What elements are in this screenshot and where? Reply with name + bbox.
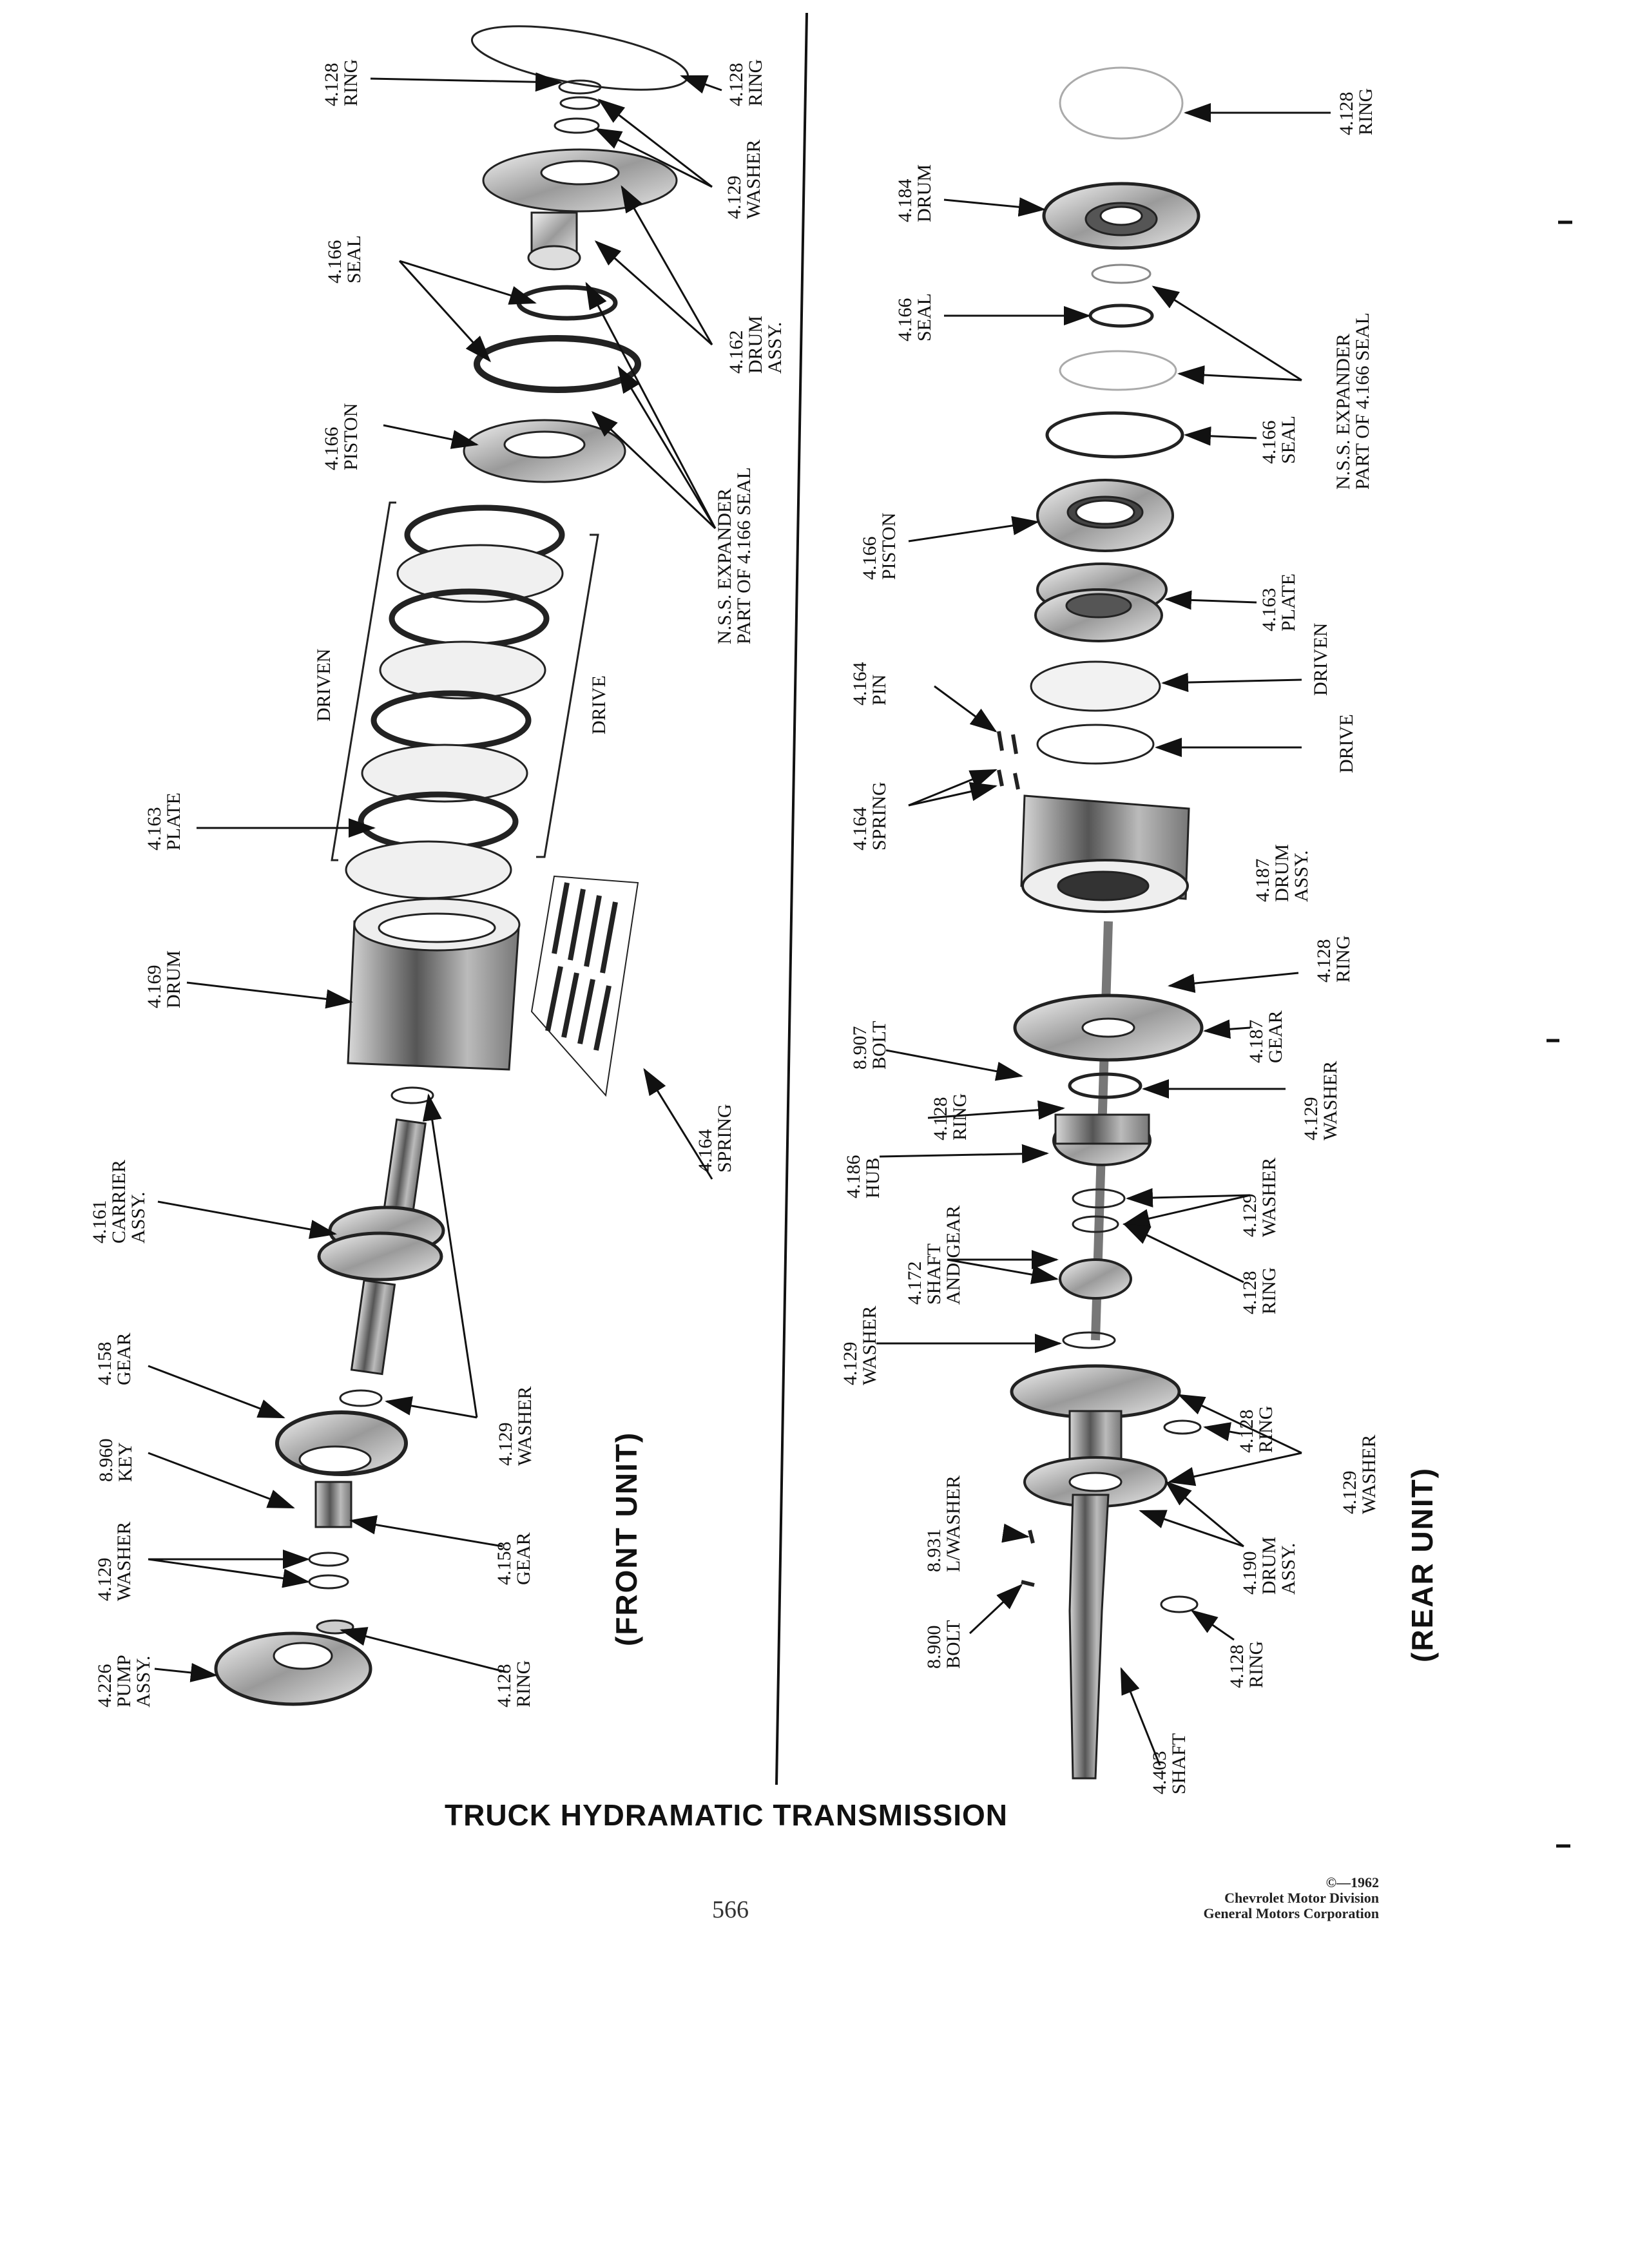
label-front-washer-top: 4.129 WASHER [724, 139, 764, 219]
label-rear-plate: 4.163 PLATE [1258, 573, 1299, 631]
label-rear-ring-b: 4.128 RING [1313, 935, 1354, 983]
label-front-piston: 4.166 PISTON [321, 403, 361, 470]
label-rear-drum-184: 4.184 DRUM [894, 164, 935, 222]
copyright-corporation: General Motors Corporation [1203, 1905, 1380, 1921]
label-rear-ring-top: 4.128 RING [1336, 88, 1376, 135]
label-front-washer-low: 4.129 WASHER [94, 1521, 135, 1601]
label-rear-washer-c: 4.129 WASHER [840, 1305, 880, 1385]
label-front-driven: DRIVEN [313, 648, 334, 722]
front-springs [545, 882, 618, 1051]
label-front-expander: N.S.S. EXPANDER PART OF 4.166 SEAL [714, 467, 755, 644]
label-rear-ring-c: 4.128 RING [930, 1093, 970, 1140]
label-front-gear-low: 4.158 GEAR [494, 1532, 534, 1585]
page-number: 566 [712, 1896, 749, 1923]
label-front-ring-top-left: 4.128 RING [321, 59, 361, 106]
rear-drum-184 [1042, 182, 1200, 250]
label-rear-bolt-900: 8.900 BOLT [923, 1620, 964, 1669]
label-front-seal: 4.166 SEAL [324, 235, 365, 284]
label-rear-spring: 4.164 SPRING [849, 782, 890, 850]
rear-shaft-and-gear [1059, 1258, 1132, 1300]
label-front-plate: 4.163 PLATE [144, 793, 184, 850]
label-rear-gear-187: 4.187 GEAR [1246, 1010, 1286, 1063]
rear-drum-187 [1020, 794, 1190, 913]
rear-unit-parts [997, 66, 1204, 1780]
rear-leader-lines [876, 103, 1331, 1766]
front-seal [474, 335, 641, 393]
label-rear-seal-left: 4.166 SEAL [894, 293, 935, 341]
label-rear-seal-right: 4.166 SEAL [1258, 416, 1299, 464]
label-rear-washer-a: 4.129 WASHER [1300, 1061, 1341, 1140]
rear-output-shaft [1068, 1494, 1110, 1780]
rear-plate [1034, 562, 1168, 642]
diagram-title: TRUCK HYDRAMATIC TRANSMISSION [445, 1798, 1008, 1832]
label-front-pump: 4.226 PUMP ASSY. [94, 1655, 154, 1707]
copyright-year: ©—1962 [1325, 1874, 1379, 1890]
rear-unit-caption: (REAR UNIT) [1405, 1466, 1439, 1662]
rear-top-ring [1059, 66, 1184, 140]
label-rear-lwasher: 8.931 L/WASHER [923, 1475, 964, 1572]
rear-gear-187 [1013, 994, 1204, 1062]
label-front-drum-169: 4.169 DRUM [144, 950, 184, 1008]
rear-drum-190 [1010, 1364, 1181, 1508]
label-front-spring: 4.164 SPRING [695, 1104, 735, 1173]
center-divider [775, 12, 808, 1785]
label-front-key: 8.960 KEY [95, 1438, 136, 1483]
label-rear-shaft-403: 4.403 SHAFT [1149, 1733, 1190, 1794]
front-carrier [317, 1118, 445, 1376]
front-large-ring [470, 25, 689, 91]
label-front-gear-top: 4.158 GEAR [94, 1332, 135, 1385]
label-rear-pin: 4.164 PIN [849, 662, 890, 706]
label-front-ring-top-right: 4.128 RING [726, 59, 766, 106]
label-rear-ring-f: 4.128 RING [1226, 1640, 1267, 1688]
label-rear-ring-d: 4.128 RING [1239, 1267, 1280, 1314]
label-rear-drum-187: 4.187 DRUM ASSY. [1252, 843, 1312, 902]
label-front-washer-mid: 4.129 WASHER [495, 1386, 535, 1466]
front-unit-parts [214, 25, 689, 1706]
front-drum-169 [347, 898, 521, 1071]
label-rear-piston: 4.166 PISTON [859, 512, 900, 580]
copyright-division: Chevrolet Motor Division [1224, 1890, 1379, 1906]
label-front-drive: DRIVE [588, 675, 610, 735]
label-front-ring-low: 4.128 RING [494, 1660, 534, 1707]
rear-hub [1052, 1113, 1152, 1166]
rear-piston [1036, 479, 1174, 552]
label-rear-driven: DRIVEN [1310, 622, 1331, 696]
label-front-drum-assy: 4.162 DRUM ASSY. [726, 315, 786, 374]
label-rear-ring-e: 4.128 RING [1236, 1405, 1277, 1453]
label-front-carrier: 4.161 CARRIER ASSY. [89, 1159, 149, 1244]
label-rear-shaft-gear: 4.172 SHAFT AND GEAR [904, 1205, 964, 1305]
front-gear-158 [275, 1410, 408, 1528]
copyright-block: ©—1962 Chevrolet Motor Division General … [1128, 1874, 1380, 1921]
label-rear-washer-d: 4.129 WASHER [1339, 1434, 1380, 1514]
front-clutch-pack [345, 505, 565, 899]
label-rear-drum-190: 4.190 DRUM ASSY. [1239, 1536, 1299, 1595]
label-rear-bolt-907: 8.907 BOLT [849, 1021, 890, 1070]
label-rear-hub: 4.186 HUB [843, 1155, 883, 1199]
rear-seal [1088, 303, 1154, 328]
front-leader-lines [148, 72, 722, 1682]
front-unit-caption: (FRONT UNIT) [610, 1431, 643, 1646]
front-pump [214, 1619, 372, 1706]
label-rear-washer-b: 4.129 WASHER [1239, 1157, 1280, 1237]
label-rear-expander: N.S.S. EXPANDER PART OF 4.166 SEAL [1333, 312, 1373, 490]
label-rear-drive: DRIVE [1336, 714, 1357, 773]
